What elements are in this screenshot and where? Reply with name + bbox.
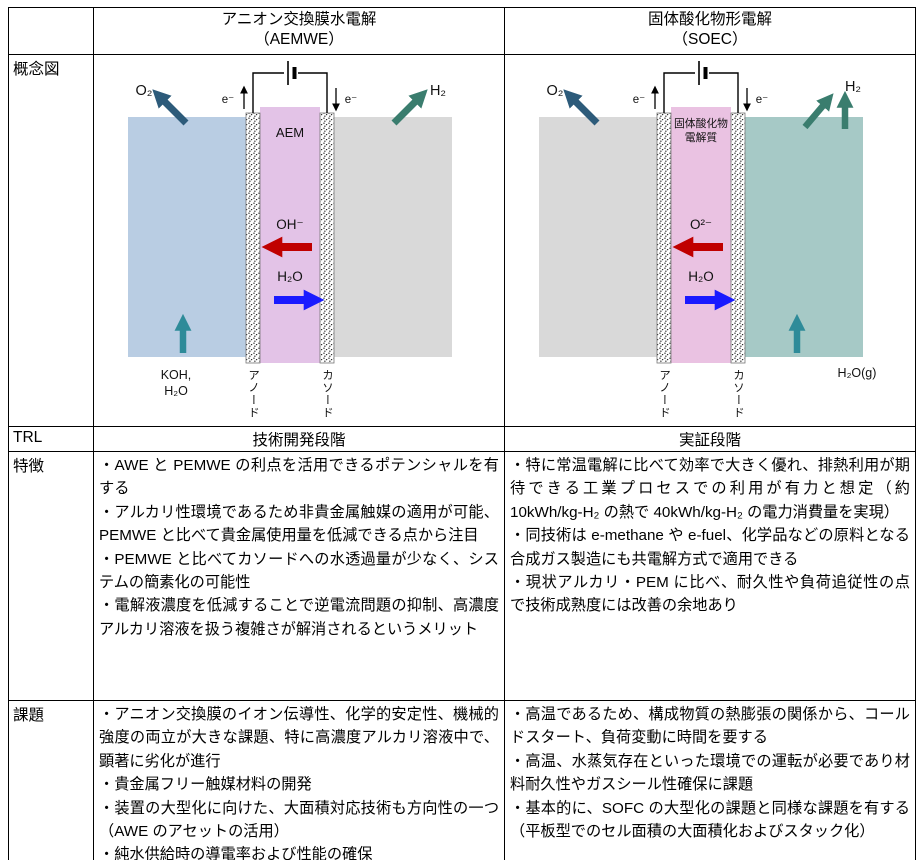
feature-item: ・AWE と PEMWE の利点を活用できるポテンシャルを有する <box>99 456 499 498</box>
electron-label-left: e⁻ <box>222 94 234 106</box>
row-label-trl: TRL <box>8 425 94 452</box>
electrolyte-label-line2: 電解質 <box>685 130 718 144</box>
anode-electrode <box>656 112 672 364</box>
corner-cell <box>8 7 94 55</box>
cathode-electrode <box>730 112 746 364</box>
electron-label-right: e⁻ <box>345 94 357 106</box>
issue-item: ・アニオン交換膜のイオン伝導性、化学的安定性、機械的強度の両立が大きな課題、特に… <box>99 705 499 770</box>
feature-item: ・特に常温電解に比べて効率で大きく優れ、排熱利用が期待できる工業プロセスでの利用… <box>510 456 910 521</box>
h2-arrow-diagonal <box>802 93 834 130</box>
diagram-cell-soec: e⁻ e⁻ O₂ H₂ 固体酸化物 電解質 O²⁻ H₂O H₂O(g) アノー… <box>504 53 916 427</box>
electrolyte-label-line1: 固体酸化物 <box>674 116 728 130</box>
anode-label: アノード <box>658 369 670 419</box>
aem-membrane <box>260 106 320 363</box>
o2-arrow <box>563 89 600 126</box>
feature-item: ・現状アルカリ・PEM に比べ、耐久性や負荷追従性の点で技術成熟度には改善の余地… <box>510 573 910 615</box>
anode-label: アノード <box>247 369 259 419</box>
cathode-electrode <box>319 112 335 364</box>
diagram-row: 概念図 <box>8 53 916 427</box>
wire-right <box>298 72 328 113</box>
soec-title: 固体酸化物形電解 <box>647 11 772 28</box>
features-soec-cell: ・特に常温電解に比べて効率で大きく優れ、排熱利用が期待できる工業プロセスでの利用… <box>504 450 916 701</box>
issues-row: 課題 ・アニオン交換膜のイオン伝導性、化学的安定性、機械的強度の両立が大きな課題… <box>8 699 916 860</box>
electron-label-right: e⁻ <box>756 94 768 106</box>
anolyte-region <box>128 116 246 357</box>
issue-item: ・高温、水蒸気存在といった環境での運転が必要であり材料耐久性やガスシール性確保に… <box>510 752 910 794</box>
feed-label: H₂O(g) <box>838 366 877 380</box>
water-label: H₂O <box>277 269 303 284</box>
trl-aemwe: 技術開発段階 <box>93 425 505 452</box>
o2-label: O₂ <box>136 83 153 99</box>
catholyte-region <box>334 116 452 357</box>
issue-item: ・高温であるため、構成物質の熱膨張の関係から、コールドスタート、負荷変動に時間を… <box>510 705 910 747</box>
aemwe-title: アニオン交換膜水電解 <box>221 11 377 28</box>
electron-label-left: e⁻ <box>633 94 645 106</box>
h2-label: H₂ <box>430 83 446 99</box>
feature-item: ・電解液濃度を低減することで逆電流問題の抑制、高濃度アルカリ溶液を扱う複雑さが解… <box>99 597 499 638</box>
h2-arrow <box>391 89 428 126</box>
feed-label-line1: KOH, <box>161 368 192 382</box>
o2-label: O₂ <box>547 83 564 99</box>
water-label: H₂O <box>688 269 714 284</box>
aemwe-subtitle: （AEMWE） <box>254 31 344 49</box>
diagram-cell-aemwe: e⁻ e⁻ O₂ H₂ AEM OH⁻ H₂O KOH, H₂O アノード カソ… <box>93 53 505 427</box>
row-label-issues: 課題 <box>8 699 94 860</box>
feature-item: ・同技術は e-methane や e-fuel、化学品などの原料となる合成ガス… <box>510 527 910 568</box>
feed-label-line2: H₂O <box>164 384 188 398</box>
issues-soec-cell: ・高温であるため、構成物質の熱膨張の関係から、コールドスタート、負荷変動に時間を… <box>504 699 916 860</box>
h2-label: H₂ <box>845 79 861 95</box>
cathode-label: カソード <box>321 369 333 419</box>
issue-item: ・貴金属フリー触媒材料の開発 <box>99 776 312 794</box>
membrane-label: AEM <box>276 125 304 140</box>
trl-row: TRL 技術開発段階 実証段階 <box>8 425 916 452</box>
ion-label: O²⁻ <box>690 217 712 232</box>
column-header-aemwe: アニオン交換膜水電解 （AEMWE） <box>93 7 505 55</box>
soec-electrolyte <box>671 106 731 363</box>
catholyte-region <box>745 116 863 357</box>
header-row: アニオン交換膜水電解 （AEMWE） 固体酸化物形電解 （SOEC） <box>8 7 916 55</box>
features-row: 特徴 ・AWE と PEMWE の利点を活用できるポテンシャルを有する ・アルカ… <box>8 450 916 701</box>
row-label-diagram: 概念図 <box>8 53 94 427</box>
wire-right <box>709 72 739 113</box>
issues-aemwe-cell: ・アニオン交換膜のイオン伝導性、化学的安定性、機械的強度の両立が大きな課題、特に… <box>93 699 505 860</box>
column-header-soec: 固体酸化物形電解 （SOEC） <box>504 7 916 55</box>
issue-item: ・純水供給時の導電率および性能の確保 <box>99 846 373 860</box>
trl-soec: 実証段階 <box>504 425 916 452</box>
soec-subtitle: （SOEC） <box>672 31 748 49</box>
feature-item: ・PEMWE と比べてカソードへの水透過量が少なく、システムの簡素化の可能性 <box>99 550 499 591</box>
wire-left <box>663 72 695 113</box>
comparison-table: アニオン交換膜水電解 （AEMWE） 固体酸化物形電解 （SOEC） 概念図 <box>8 7 916 860</box>
soec-cell-diagram: e⁻ e⁻ O₂ H₂ 固体酸化物 電解質 O²⁻ H₂O H₂O(g) アノー… <box>539 60 877 419</box>
wire-left <box>252 72 284 113</box>
features-aemwe-cell: ・AWE と PEMWE の利点を活用できるポテンシャルを有する ・アルカリ性環… <box>93 450 505 701</box>
row-label-features: 特徴 <box>8 450 94 701</box>
issue-item: ・装置の大型化に向けた、大面積対応技術も方向性の一つ（AWE のアセットの活用） <box>99 799 499 840</box>
ion-label: OH⁻ <box>276 217 303 232</box>
anolyte-region <box>539 116 657 357</box>
anode-electrode <box>245 112 261 364</box>
feature-item: ・アルカリ性環境であるため非貴金属触媒の適用が可能、PEMWE と比べて貴金属使… <box>99 503 499 545</box>
aemwe-cell-diagram: e⁻ e⁻ O₂ H₂ AEM OH⁻ H₂O KOH, H₂O アノード カソ… <box>128 60 452 419</box>
issue-item: ・基本的に、SOFC の大型化の課題と同様な課題を有する（平板型でのセル面積の大… <box>510 799 910 840</box>
cathode-label: カソード <box>732 369 744 419</box>
o2-arrow <box>152 89 189 126</box>
